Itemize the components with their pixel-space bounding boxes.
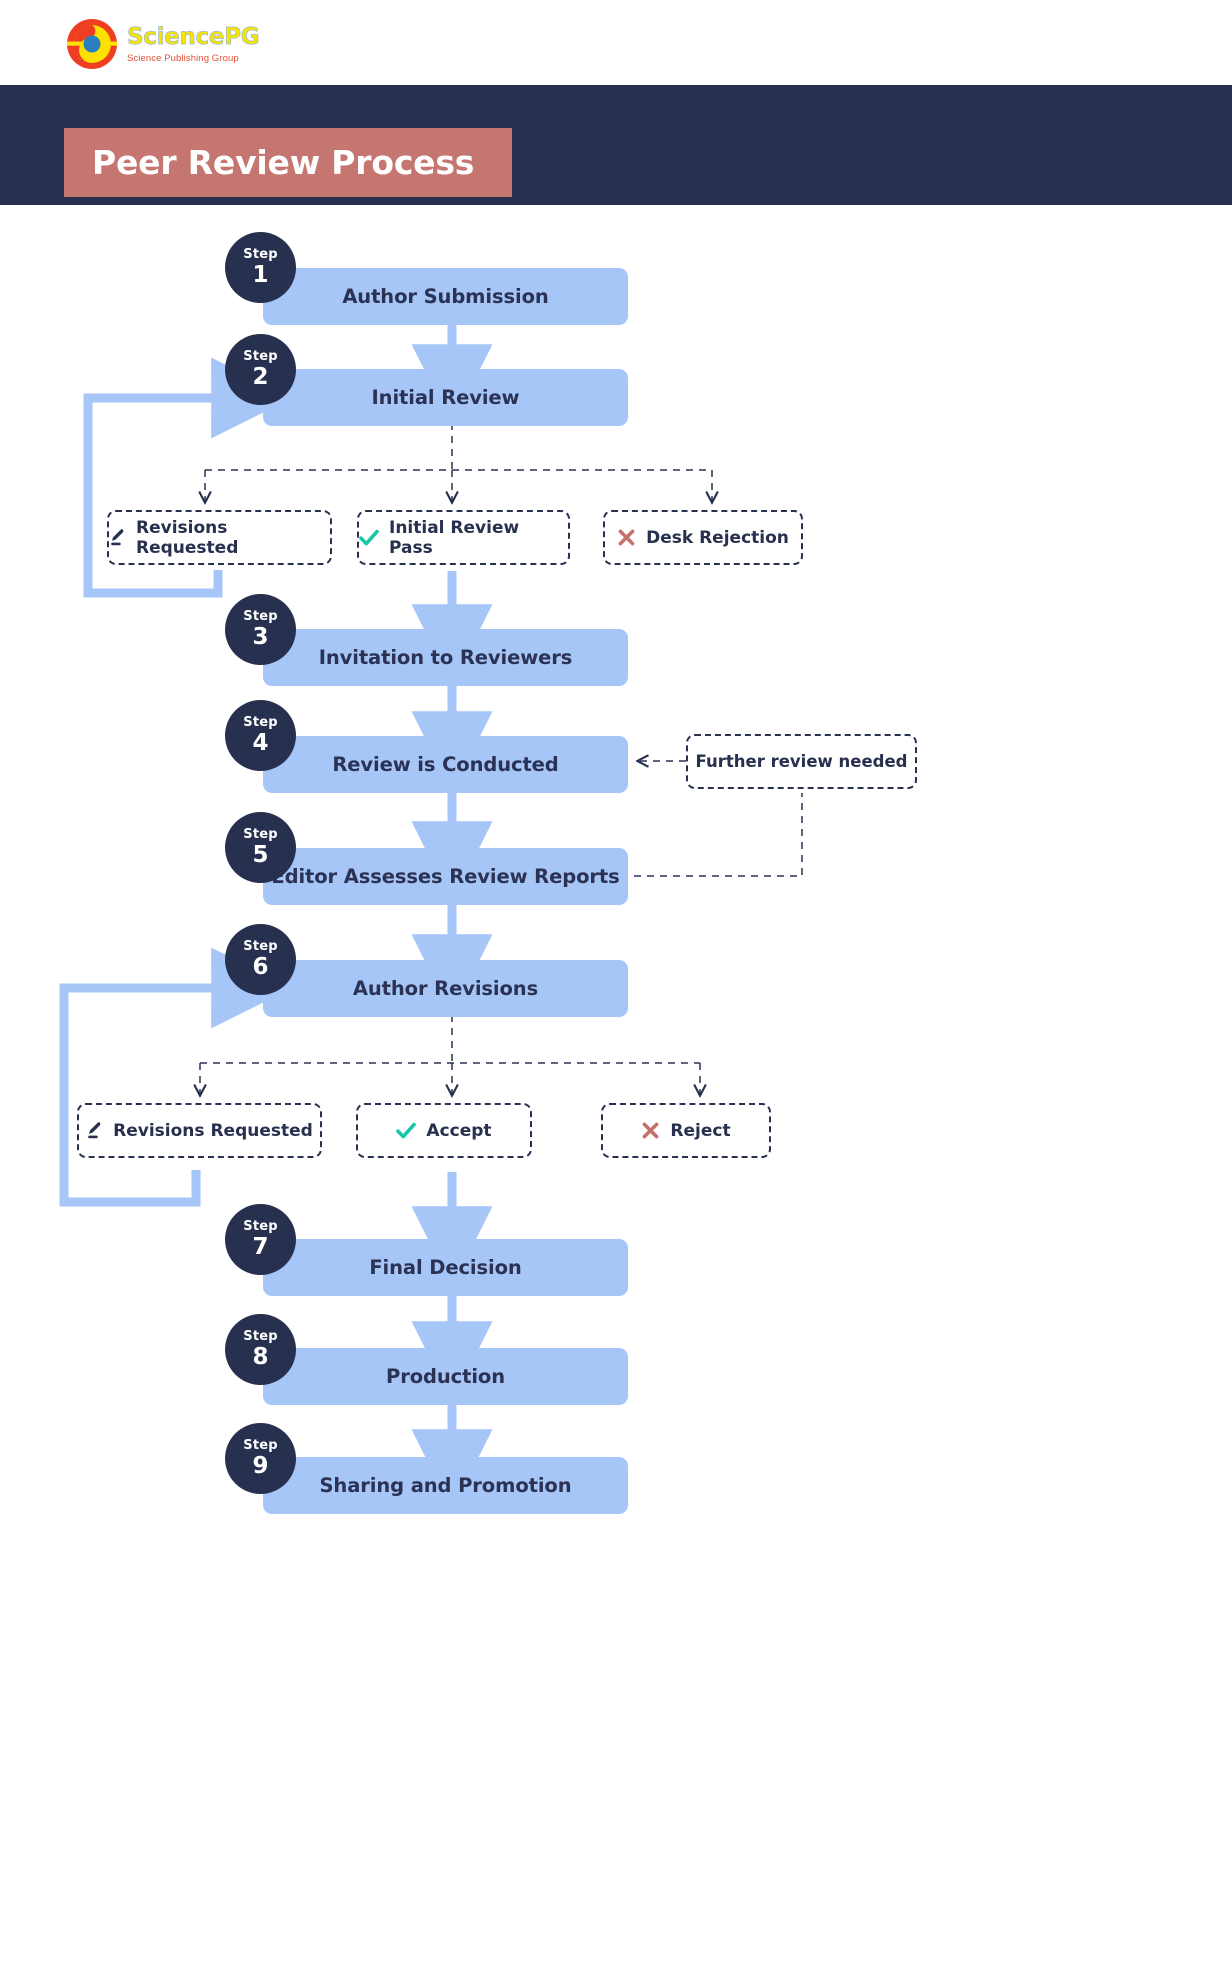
outcome-label: Revisions Requested [113, 1120, 313, 1141]
step-badge-8: Step 8 [225, 1314, 296, 1385]
step-badge-1: Step 1 [225, 232, 296, 303]
outcome-label: Initial Review Pass [389, 517, 520, 558]
step-badge-label: Step [243, 349, 278, 364]
node-author-revisions[interactable]: Author Revisions [263, 960, 628, 1017]
outcome-initial-review-pass[interactable]: Initial Review Pass [357, 510, 570, 565]
page-title-plate: Peer Review Process [64, 128, 512, 197]
pencil-icon [109, 528, 126, 547]
brand-tagline: Science Publishing Group [127, 53, 239, 65]
step-badge-6: Step 6 [225, 924, 296, 995]
note-label: Further review needed [695, 752, 908, 771]
step-badge-2: Step 2 [225, 334, 296, 405]
step-badge-label: Step [243, 1329, 278, 1344]
step-badge-label: Step [243, 609, 278, 624]
note-further-review-needed[interactable]: Further review needed [686, 734, 917, 789]
node-label: Invitation to Reviewers [318, 646, 573, 669]
step-badge-label: Step [243, 715, 278, 730]
node-label: Editor Assesses Review Reports [271, 865, 620, 888]
outcome-revisions-requested-1[interactable]: Revisions Requested [107, 510, 332, 565]
node-author-submission[interactable]: Author Submission [263, 268, 628, 325]
outcome-reject[interactable]: Reject [601, 1103, 771, 1158]
step-badge-number: 3 [252, 624, 269, 650]
step-badge-3: Step 3 [225, 594, 296, 665]
cross-icon [617, 528, 636, 547]
brand-logo[interactable]: SciencePG Science Publishing Group [66, 18, 260, 70]
step-badge-5: Step 5 [225, 812, 296, 883]
node-label: Author Revisions [352, 977, 539, 1000]
pencil-icon [86, 1121, 103, 1140]
page-title: Peer Review Process [92, 143, 475, 182]
step-badge-label: Step [243, 827, 278, 842]
outcome-label: Accept [426, 1120, 492, 1141]
sciencepg-circular-logo [66, 18, 118, 70]
step-badge-number: 7 [252, 1234, 269, 1260]
node-final-decision[interactable]: Final Decision [263, 1239, 628, 1296]
outcome-revisions-requested-2[interactable]: Revisions Requested [77, 1103, 322, 1158]
node-initial-review[interactable]: Initial Review [263, 369, 628, 426]
node-label: Author Submission [342, 285, 549, 308]
step-badge-4: Step 4 [225, 700, 296, 771]
node-label: Production [386, 1365, 505, 1388]
node-label: Review is Conducted [332, 753, 559, 776]
outcome-label: Desk Rejection [646, 527, 789, 548]
step-badge-number: 6 [252, 954, 269, 980]
brand-name: SciencePG [127, 24, 260, 51]
step-badge-number: 9 [252, 1453, 269, 1479]
outcome-label: Reject [670, 1120, 731, 1141]
check-icon [359, 529, 379, 547]
step-badge-number: 4 [252, 730, 269, 756]
node-label: Sharing and Promotion [319, 1474, 572, 1497]
step-badge-label: Step [243, 1219, 278, 1234]
step-badge-number: 2 [252, 364, 269, 390]
node-label: Initial Review [371, 386, 520, 409]
node-review-is-conducted[interactable]: Review is Conducted [263, 736, 628, 793]
step-badge-7: Step 7 [225, 1204, 296, 1275]
node-invitation-to-reviewers[interactable]: Invitation to Reviewers [263, 629, 628, 686]
node-sharing-and-promotion[interactable]: Sharing and Promotion [263, 1457, 628, 1514]
check-icon [396, 1122, 417, 1140]
connector-layer [59, 325, 803, 1511]
step-badge-label: Step [243, 939, 278, 954]
step-badge-label: Step [243, 247, 278, 262]
flow-canvas: Step 1 Author Submission Step 2 Initial … [0, 205, 1232, 1986]
step-badge-number: 1 [252, 262, 269, 288]
outcome-accept[interactable]: Accept [356, 1103, 532, 1158]
outcome-label: Revisions Requested [136, 517, 239, 558]
step-badge-number: 5 [252, 842, 269, 868]
outcome-desk-rejection[interactable]: Desk Rejection [603, 510, 803, 565]
node-editor-assesses-review-reports[interactable]: Editor Assesses Review Reports [263, 848, 628, 905]
step-badge-9: Step 9 [225, 1423, 296, 1494]
node-label: Final Decision [369, 1256, 522, 1279]
step-badge-number: 8 [252, 1344, 269, 1370]
step-badge-label: Step [243, 1438, 278, 1453]
logo-bar: SciencePG Science Publishing Group [0, 0, 1232, 85]
node-production[interactable]: Production [263, 1348, 628, 1405]
cross-icon [641, 1121, 660, 1140]
